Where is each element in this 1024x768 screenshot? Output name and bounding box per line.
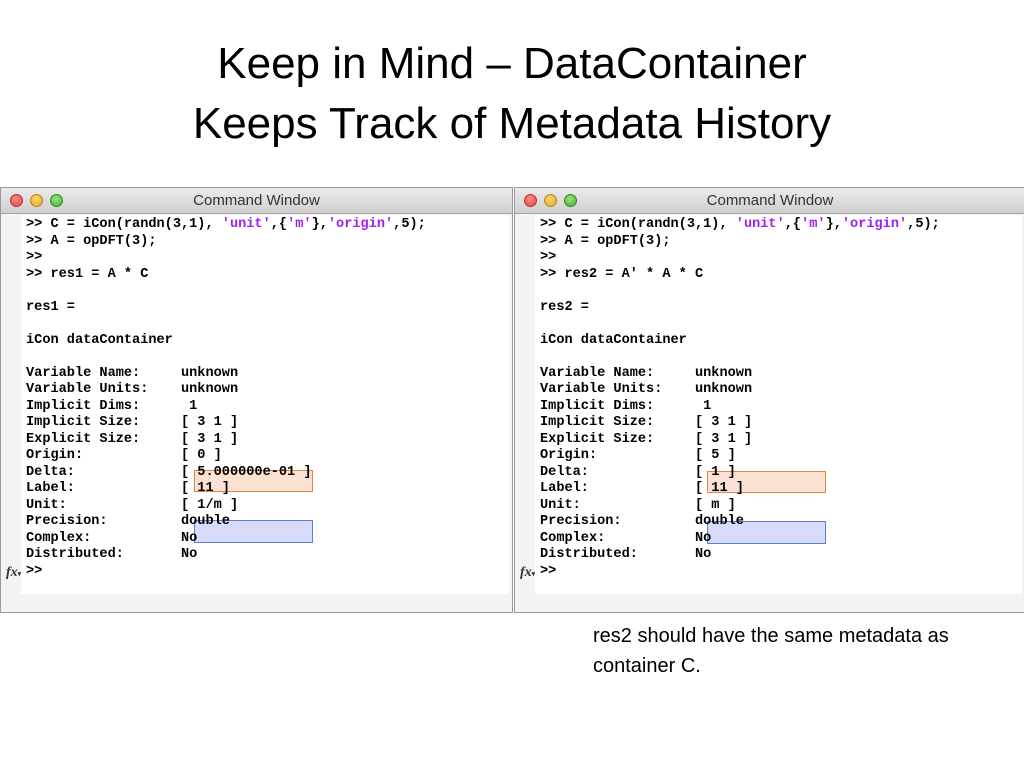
string-literal: 'm' xyxy=(801,217,826,232)
command-line: Precision: double xyxy=(540,514,744,529)
command-line: Precision: double xyxy=(26,514,230,529)
command-line: >> xyxy=(26,563,43,579)
command-line: >> A = opDFT(3); xyxy=(26,233,157,249)
command-line xyxy=(26,316,426,333)
command-line: >> C = iCon(randn(3,1), 'unit',{'m'},'or… xyxy=(540,217,940,232)
command-line: res1 = xyxy=(26,299,75,315)
fx-icon[interactable]: fx▾ xyxy=(520,565,536,580)
command-line: Complex: No xyxy=(26,530,198,546)
window-title: Command Window xyxy=(193,192,320,209)
title-line-2: Keeps Track of Metadata History xyxy=(192,99,832,148)
command-line: iCon dataContainer xyxy=(540,332,687,348)
window-titlebar[interactable]: Command Window xyxy=(515,188,1024,214)
command-line: Complex: No xyxy=(540,530,712,546)
maximize-icon[interactable] xyxy=(564,194,577,207)
command-line: >> C = iCon(randn(3,1), 'unit',{'m'},'or… xyxy=(26,217,426,232)
command-output[interactable]: >> C = iCon(randn(3,1), 'unit',{'m'},'or… xyxy=(21,215,509,594)
command-line: Origin: [ 0 ] xyxy=(26,448,222,463)
command-line: Unit: [ m ] xyxy=(540,497,736,513)
command-line: >> xyxy=(540,563,557,579)
command-line: >> xyxy=(540,250,557,265)
traffic-lights xyxy=(10,194,63,207)
close-icon[interactable] xyxy=(10,194,23,207)
command-line: Implicit Dims: 1 xyxy=(26,398,198,414)
command-line: Variable Units: unknown xyxy=(540,382,753,397)
command-lines: >> C = iCon(randn(3,1), 'unit',{'m'},'or… xyxy=(540,217,940,580)
slide-title: Keep in Mind – DataContainer Keeps Track… xyxy=(0,34,1024,154)
command-line: Distributed: No xyxy=(540,547,712,562)
string-literal: 'm' xyxy=(287,217,312,232)
command-line xyxy=(540,349,940,366)
command-line: >> res2 = A' * A * C xyxy=(540,266,704,282)
command-line: >> A = opDFT(3); xyxy=(540,233,671,249)
slide-note: res2 should have the same metadata as co… xyxy=(593,625,949,677)
traffic-lights xyxy=(524,194,577,207)
command-line: Implicit Dims: 1 xyxy=(540,398,712,414)
command-line: Explicit Size: [ 3 1 ] xyxy=(26,431,239,447)
command-line: Delta: [ 5.000000e-01 ] xyxy=(26,464,312,480)
command-line: Variable Name: unknown xyxy=(540,365,753,381)
window-titlebar[interactable]: Command Window xyxy=(1,188,512,214)
command-lines: >> C = iCon(randn(3,1), 'unit',{'m'},'or… xyxy=(26,217,426,580)
origin-highlight xyxy=(194,470,313,492)
origin-highlight xyxy=(707,471,826,493)
command-line: Explicit Size: [ 3 1 ] xyxy=(540,431,753,447)
window-title: Command Window xyxy=(706,192,834,209)
string-literal: 'origin' xyxy=(327,217,394,232)
fx-icon[interactable]: fx▾ xyxy=(6,565,22,580)
command-line xyxy=(26,283,426,300)
command-window-left[interactable]: Command Window ▼ fx▾ >> C = iCon(randn(3… xyxy=(0,187,513,613)
command-output[interactable]: >> C = iCon(randn(3,1), 'unit',{'m'},'or… xyxy=(535,215,1022,594)
command-line: Distributed: No xyxy=(26,547,198,562)
command-line: >> res1 = A * C xyxy=(26,266,149,282)
command-window-right[interactable]: Command Window ▼ fx▾ >> C = iCon(randn(3… xyxy=(514,187,1024,613)
command-line: Implicit Size: [ 3 1 ] xyxy=(26,415,239,430)
maximize-icon[interactable] xyxy=(50,194,63,207)
command-line xyxy=(26,349,426,366)
command-line: Unit: [ 1/m ] xyxy=(26,497,239,513)
command-line: Variable Name: unknown xyxy=(26,365,239,381)
close-icon[interactable] xyxy=(524,194,537,207)
command-line: Implicit Size: [ 3 1 ] xyxy=(540,415,753,430)
command-line: >> xyxy=(26,250,43,265)
command-line: Origin: [ 5 ] xyxy=(540,448,736,463)
minimize-icon[interactable] xyxy=(544,194,557,207)
command-line: iCon dataContainer xyxy=(26,332,173,348)
command-line: Delta: [ 1 ] xyxy=(540,464,736,480)
string-literal: 'origin' xyxy=(841,217,908,232)
string-literal: 'unit' xyxy=(735,217,785,232)
string-literal: 'unit' xyxy=(221,217,271,232)
command-line: Label: [ 11 ] xyxy=(26,481,230,496)
command-line xyxy=(540,283,940,300)
unit-highlight xyxy=(194,520,313,543)
unit-highlight xyxy=(707,521,826,544)
minimize-icon[interactable] xyxy=(30,194,43,207)
command-line: Label: [ 11 ] xyxy=(540,481,744,496)
command-line: res2 = xyxy=(540,299,589,315)
command-line: Variable Units: unknown xyxy=(26,382,239,397)
command-line xyxy=(540,316,940,333)
title-line-1: Keep in Mind – DataContainer xyxy=(217,39,807,88)
